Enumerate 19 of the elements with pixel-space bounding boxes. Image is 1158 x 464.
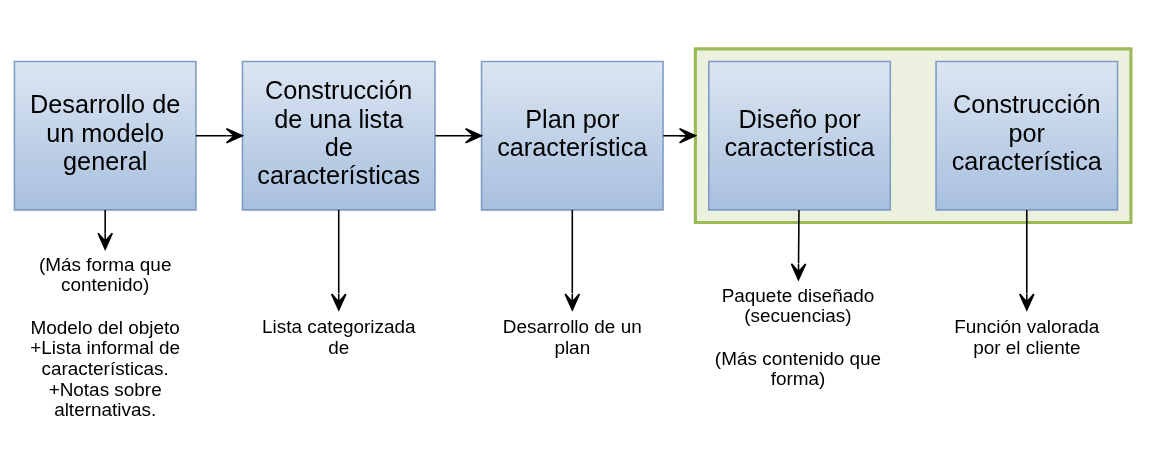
arrow xyxy=(790,209,807,281)
node-box: Diseño por característica xyxy=(708,60,892,211)
node-text: Función valorada por el cliente xyxy=(954,316,1100,358)
arrow xyxy=(195,127,244,144)
node-text: (Más forma que contenido) Modelo del objeto +Lista informal de características. +Notas sobre alternativas. xyxy=(30,253,181,421)
node-box: Construcción por característica xyxy=(935,60,1119,211)
node-text: Paquete diseñado (secuencias) (Más contenido que forma) xyxy=(714,284,882,390)
cluster xyxy=(693,47,1133,225)
arrow xyxy=(97,209,114,250)
node-box: Plan por característica xyxy=(480,60,664,211)
arrow xyxy=(434,127,483,144)
arrow xyxy=(330,209,347,311)
node-text: Desarrollo de un plan xyxy=(502,316,642,358)
arrow xyxy=(564,209,581,311)
node-box: Desarrollo de un modelo general xyxy=(13,60,197,211)
node-box: Construcción de una lista de características xyxy=(241,60,436,211)
node-text: Lista categorizada de xyxy=(261,316,416,358)
arrow xyxy=(1018,209,1035,311)
arrow xyxy=(662,127,697,144)
